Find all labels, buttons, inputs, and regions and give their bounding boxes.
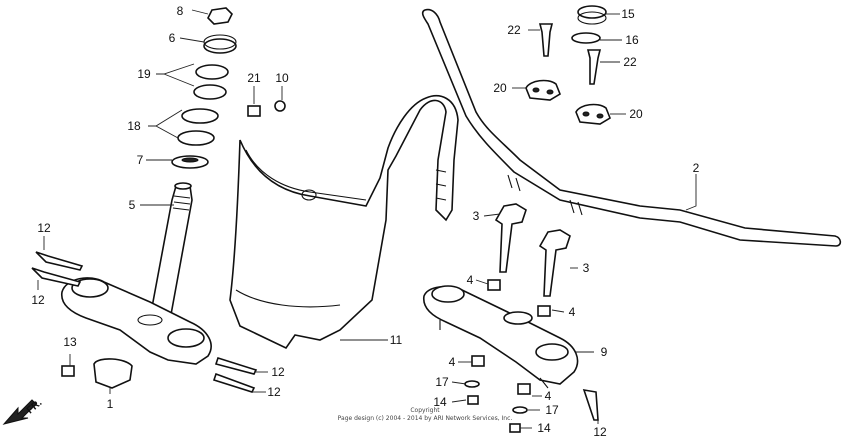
callout-20-b: 20	[629, 107, 643, 121]
copyright-notice: Copyright Page design (c) 2004 - 2014 by…	[338, 407, 513, 422]
leader-lines	[37, 9, 697, 429]
callout-14-b: 14	[537, 421, 551, 435]
callout-11: 11	[390, 333, 403, 347]
callout-6: 6	[169, 31, 176, 45]
steering-stem[interactable]	[149, 182, 193, 321]
callout-4-d: 4	[545, 389, 552, 403]
bolt-12-bottom-b[interactable]	[212, 372, 256, 393]
copyright-line-2: Page design (c) 2004 - 2014 by ARI Netwo…	[338, 415, 513, 422]
upper-triple-clamp[interactable]	[422, 285, 579, 389]
callout-12-e: 12	[593, 425, 607, 439]
callout-3-b: 3	[583, 261, 590, 275]
callout-10: 10	[275, 71, 289, 85]
callout-12-d: 12	[267, 385, 281, 399]
callout-1: 1	[107, 397, 114, 411]
callout-4-a: 4	[467, 273, 474, 287]
callout-4-b: 4	[569, 305, 576, 319]
callout-13: 13	[63, 335, 77, 349]
dust-seal[interactable]	[171, 155, 209, 169]
callout-19: 19	[137, 67, 151, 81]
washer-17-a[interactable]	[464, 380, 480, 388]
steering-adjust-nut[interactable]	[203, 34, 237, 54]
callout-22-b: 22	[623, 55, 637, 69]
callout-14-a: 14	[433, 395, 447, 409]
washer-17-b[interactable]	[512, 406, 528, 414]
lower-triple-clamp[interactable]	[61, 277, 212, 365]
front-direction-label: FR.	[25, 397, 45, 416]
copyright-line-1: Copyright	[410, 407, 440, 414]
holder-clamp-lower[interactable]	[575, 103, 611, 125]
nut-4-a[interactable]	[487, 279, 501, 291]
callout-17-a: 17	[435, 375, 449, 389]
lower-bearing[interactable]	[177, 108, 219, 146]
nut-4-d[interactable]	[517, 383, 531, 395]
callout-9: 9	[601, 345, 608, 359]
cap-15[interactable]	[577, 5, 607, 25]
number-plate[interactable]	[229, 95, 459, 350]
holder-clamp-upper[interactable]	[525, 79, 561, 101]
nut-4-c[interactable]	[471, 355, 485, 367]
nut-14-a[interactable]	[467, 395, 479, 405]
bolt-12-lower-left[interactable]	[31, 267, 82, 287]
callout-22-a: 22	[507, 23, 521, 37]
callout-12-c: 12	[271, 365, 285, 379]
callout-labels: 8 6 19 21 10 18 7 5 12 12 13 1 11 12 12 …	[31, 4, 699, 439]
bolt-12-right[interactable]	[582, 388, 599, 421]
handlebar-clamp-1[interactable]	[93, 358, 133, 389]
bolt-12-bottom-a[interactable]	[214, 357, 258, 375]
upper-bearing[interactable]	[193, 64, 229, 100]
callout-16: 16	[625, 33, 639, 47]
callout-5: 5	[129, 198, 136, 212]
callout-20-a: 20	[493, 81, 507, 95]
callout-12-a: 12	[37, 221, 51, 235]
front-direction-arrow: FR.	[2, 397, 45, 425]
handlebar[interactable]	[421, 8, 842, 247]
bolt-13[interactable]	[61, 365, 75, 377]
callout-18: 18	[127, 119, 141, 133]
collar-10[interactable]	[274, 100, 286, 112]
nut-4-b[interactable]	[537, 305, 551, 317]
bolt-22-upper[interactable]	[538, 23, 554, 57]
callout-17-b: 17	[545, 403, 559, 417]
callout-21: 21	[247, 71, 261, 85]
handlebar-holder-right[interactable]	[538, 229, 571, 297]
handlebar-holder-left[interactable]	[494, 203, 527, 273]
nut-14-b[interactable]	[509, 423, 521, 433]
washer-16[interactable]	[571, 32, 601, 44]
bolt-22-lower[interactable]	[586, 49, 602, 85]
callout-4-c: 4	[449, 355, 456, 369]
callout-12-b: 12	[31, 293, 45, 307]
callout-8: 8	[177, 4, 184, 18]
callout-7: 7	[137, 153, 144, 167]
steering-stem-nut[interactable]	[207, 7, 233, 25]
callout-2: 2	[693, 161, 700, 175]
bolt-21[interactable]	[247, 105, 261, 117]
callout-15: 15	[621, 7, 635, 21]
bolt-12-upper-left[interactable]	[35, 251, 84, 271]
callout-3-a: 3	[473, 209, 480, 223]
